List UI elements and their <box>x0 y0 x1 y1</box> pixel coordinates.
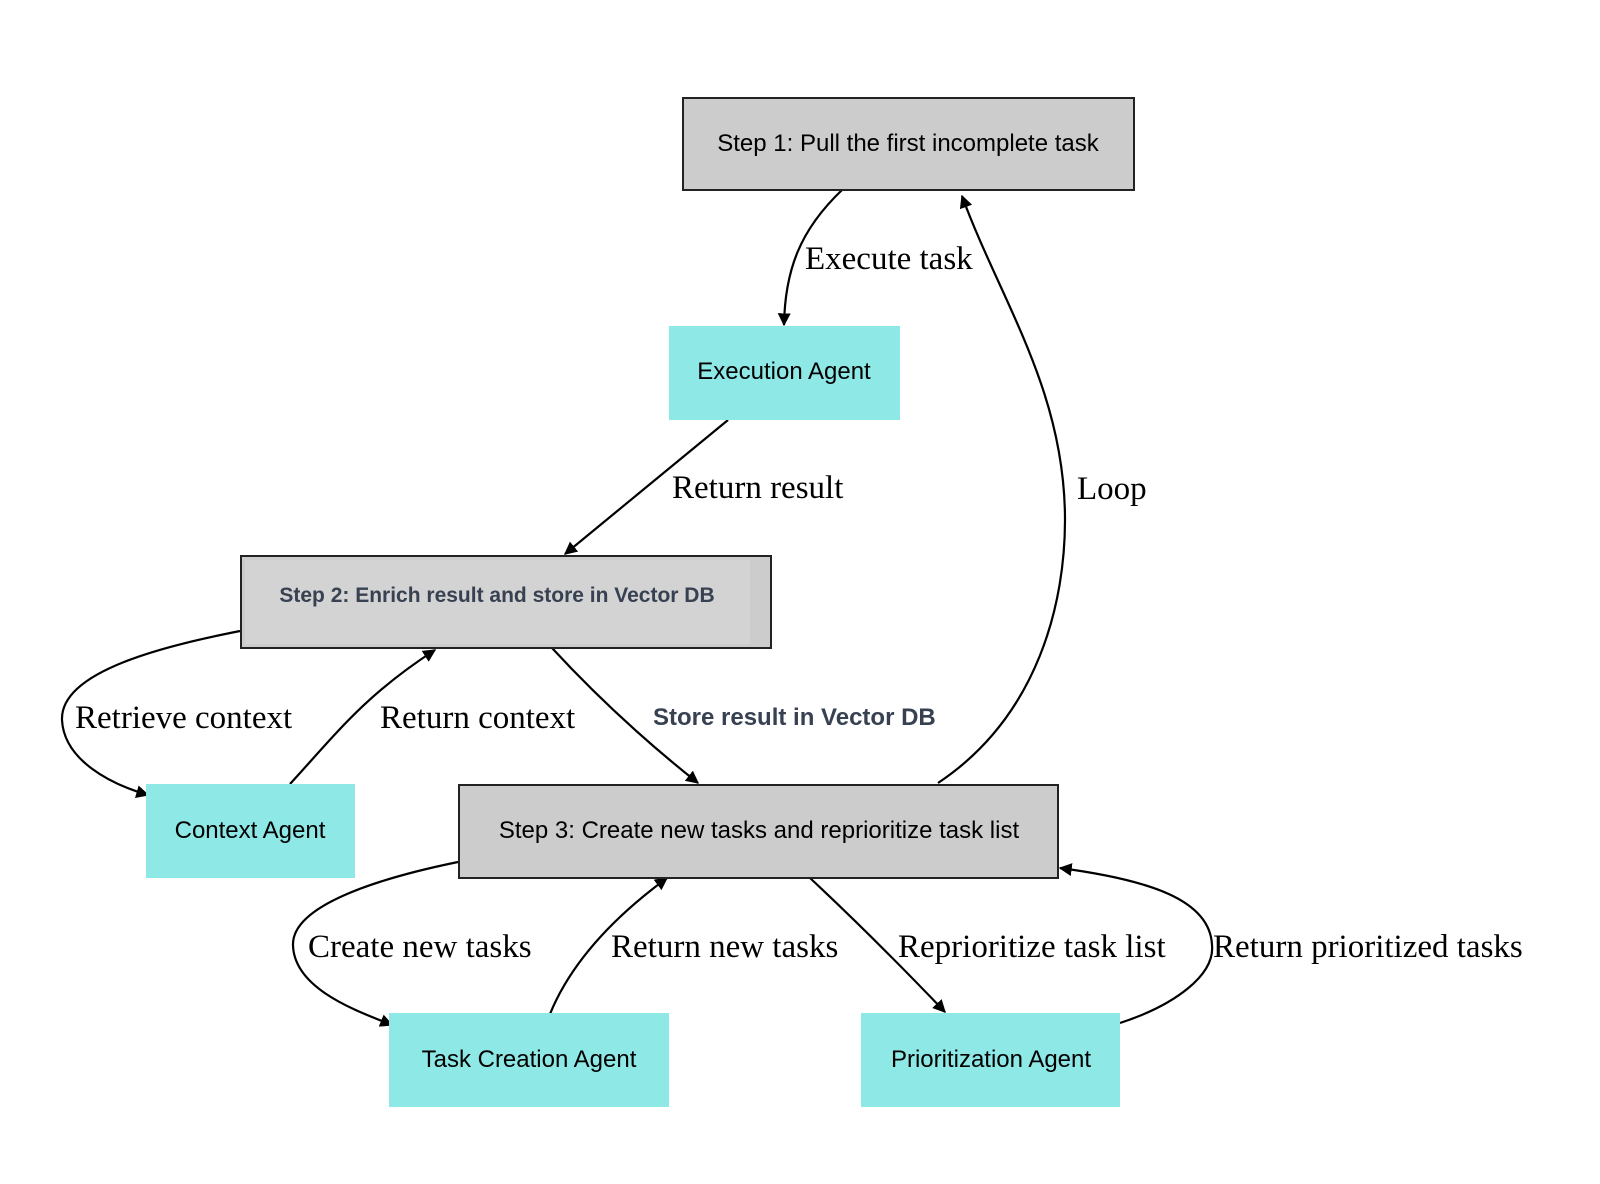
node-prioritization-agent: Prioritization Agent <box>861 1013 1120 1107</box>
node-prioritization-agent-label: Prioritization Agent <box>891 1046 1091 1073</box>
edge-reprioritize-task-list <box>809 877 946 1013</box>
label-create-new-tasks: Create new tasks <box>308 929 532 965</box>
node-execution-agent: Execution Agent <box>669 326 900 420</box>
label-store-result: Store result in Vector DB <box>653 704 936 731</box>
nodes: Step 1: Pull the first incomplete task E… <box>146 97 1135 1107</box>
edge-store-result <box>551 647 700 784</box>
node-step3: Step 3: Create new tasks and reprioritiz… <box>458 784 1059 879</box>
label-retrieve-context: Retrieve context <box>75 700 292 736</box>
label-return-context: Return context <box>380 700 575 736</box>
edge-loop <box>937 194 1067 784</box>
label-return-prioritized-tasks: Return prioritized tasks <box>1213 929 1523 965</box>
label-loop: Loop <box>1077 471 1147 507</box>
edge-return-result <box>563 419 729 555</box>
node-execution-agent-label: Execution Agent <box>697 358 871 385</box>
edge-execute-task <box>777 189 843 327</box>
node-step2-label: Step 2: Enrich result and store in Vecto… <box>279 584 714 607</box>
edge-return-context <box>289 649 437 785</box>
edges <box>60 189 1214 1027</box>
node-step1-label: Step 1: Pull the first incomplete task <box>717 130 1100 157</box>
label-return-new-tasks: Return new tasks <box>611 929 838 965</box>
node-step2: Step 2: Enrich result and store in Vecto… <box>240 555 772 649</box>
node-task-creation-agent-label: Task Creation Agent <box>422 1046 637 1073</box>
edge-labels: Execute task Return result Loop Retrieve… <box>75 241 1523 965</box>
node-step1: Step 1: Pull the first incomplete task <box>682 97 1135 191</box>
node-step3-label: Step 3: Create new tasks and reprioritiz… <box>499 817 1020 844</box>
label-reprioritize-task-list: Reprioritize task list <box>898 929 1166 965</box>
label-execute-task: Execute task <box>805 241 973 277</box>
edge-retrieve-context <box>60 629 241 798</box>
edge-return-new-tasks <box>548 877 669 1015</box>
label-return-result: Return result <box>672 470 843 506</box>
node-context-agent: Context Agent <box>146 784 355 878</box>
edge-create-new-tasks <box>291 860 459 1027</box>
edge-return-prioritized-tasks <box>1058 863 1214 1025</box>
node-task-creation-agent: Task Creation Agent <box>389 1013 669 1107</box>
node-context-agent-label: Context Agent <box>175 817 326 844</box>
